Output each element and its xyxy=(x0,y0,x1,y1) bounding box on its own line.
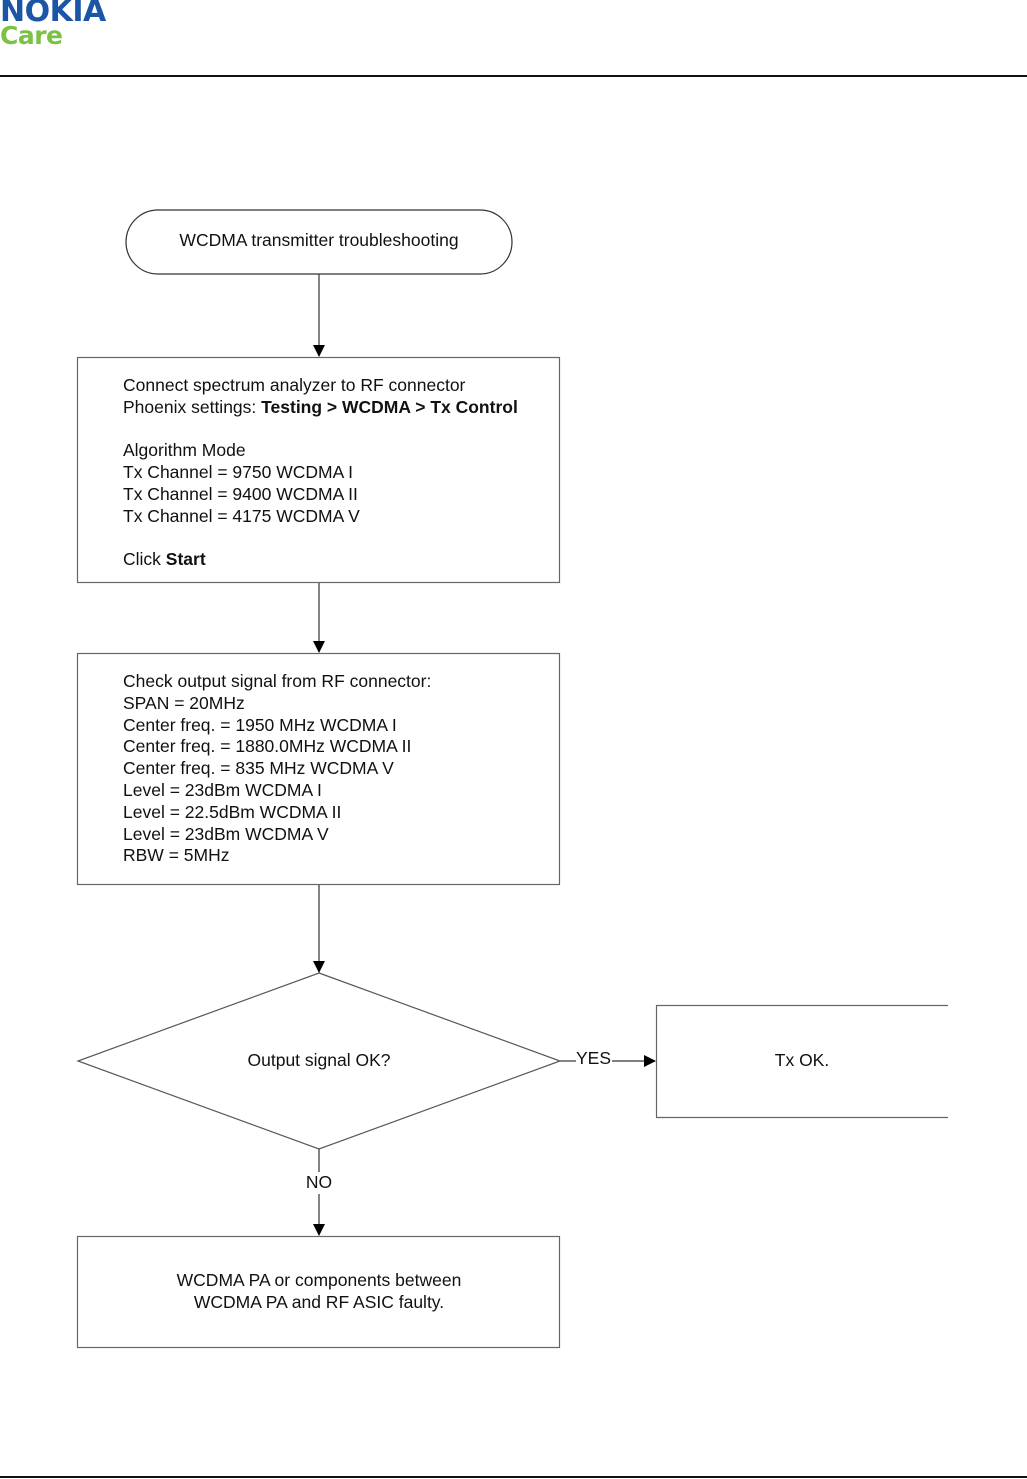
no-result-line: WCDMA PA or components between xyxy=(176,1270,462,1290)
check-line: Center freq. = 835 MHz WCDMA V xyxy=(123,758,394,779)
check-line: Level = 23dBm WCDMA I xyxy=(123,779,322,800)
setup-line-channel: Tx Channel = 4175 WCDMA V xyxy=(123,505,360,526)
header-rule xyxy=(0,75,1027,77)
start-label: WCDMA transmitter troubleshooting xyxy=(126,230,512,252)
check-line: Level = 23dBm WCDMA V xyxy=(123,823,329,844)
yes-result-label: Tx OK. xyxy=(656,1050,948,1072)
setup-line-connect: Connect spectrum analyzer to RF connecto… xyxy=(123,375,466,395)
setup-process-box xyxy=(76,356,561,584)
phoenix-settings-path: Testing > WCDMA > Tx Control xyxy=(261,396,518,417)
no-label: NO xyxy=(305,1172,333,1192)
no-result-box xyxy=(76,1235,561,1349)
decision-label: Output signal OK? xyxy=(150,1050,488,1072)
setup-line-channel: Tx Channel = 9750 WCDMA I xyxy=(123,462,354,483)
check-line: Center freq. = 1880.0MHz WCDMA II xyxy=(123,736,412,757)
yes-result-text: Tx OK. xyxy=(774,1050,830,1070)
setup-line-channel: Tx Channel = 9400 WCDMA II xyxy=(123,483,358,504)
check-line: RBW = 5MHz xyxy=(123,845,230,866)
decision-text: Output signal OK? xyxy=(247,1050,391,1070)
setup-line-click: Click Start xyxy=(123,549,553,571)
yes-result-box xyxy=(655,1004,948,1119)
setup-line-phoenix: Phoenix settings: Testing > WCDMA > Tx C… xyxy=(123,397,553,419)
check-text-block: Check output signal from RF connector: S… xyxy=(123,671,553,867)
phoenix-settings-label: Phoenix settings: xyxy=(123,396,262,417)
footer-rule xyxy=(0,1476,1027,1478)
logo-nokia-text: NOKIA xyxy=(0,0,106,29)
start-text: WCDMA transmitter troubleshooting xyxy=(179,230,459,250)
click-start-label: Start xyxy=(165,549,206,570)
check-process-box xyxy=(76,652,561,886)
check-line: Check output signal from RF connector: xyxy=(123,671,432,691)
setup-text-block: Connect spectrum analyzer to RF connecto… xyxy=(123,375,553,571)
no-result-label: WCDMA PA or components between WCDMA PA … xyxy=(78,1270,560,1314)
no-result-line: WCDMA PA and RF ASIC faulty. xyxy=(193,1291,445,1312)
click-label: Click xyxy=(123,549,166,570)
check-line: Center freq. = 1950 MHz WCDMA I xyxy=(123,714,397,735)
logo-care-text: Care xyxy=(0,21,63,50)
check-line: Level = 22.5dBm WCDMA II xyxy=(123,801,342,822)
no-branch-label: NO xyxy=(296,1172,342,1194)
setup-line-mode: Algorithm Mode xyxy=(123,440,246,461)
yes-label: YES xyxy=(576,1048,612,1068)
check-line: SPAN = 20MHz xyxy=(123,692,245,713)
yes-branch-label: YES xyxy=(576,1048,616,1070)
